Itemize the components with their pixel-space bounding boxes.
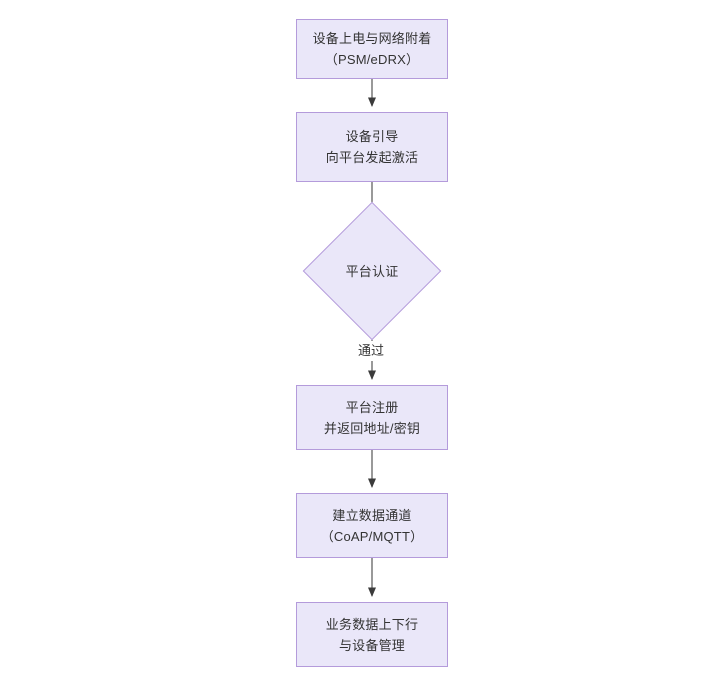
node-platform-authentication[interactable]: 平台认证 [302, 201, 442, 341]
node-business-data-and-device-management[interactable]: 业务数据上下行 与设备管理 [296, 602, 448, 667]
node-label: 平台注册 并返回地址/密钥 [323, 399, 421, 436]
node-platform-registration[interactable]: 平台注册 并返回地址/密钥 [296, 385, 448, 450]
node-label: 设备引导 向平台发起激活 [325, 129, 419, 165]
node-establish-data-channel[interactable]: 建立数据通道 （CoAP/MQTT） [296, 493, 448, 558]
node-device-bootstrap[interactable]: 设备引导 向平台发起激活 [296, 112, 448, 182]
edge-label-pass: 通过 [355, 341, 388, 361]
node-label: 业务数据上下行 与设备管理 [325, 616, 419, 653]
node-label: 平台认证 [345, 263, 399, 279]
node-label: 设备上电与网络附着 （PSM/eDRX） [312, 31, 432, 67]
node-device-power-on[interactable]: 设备上电与网络附着 （PSM/eDRX） [296, 19, 448, 79]
node-label: 建立数据通道 （CoAP/MQTT） [320, 507, 424, 544]
